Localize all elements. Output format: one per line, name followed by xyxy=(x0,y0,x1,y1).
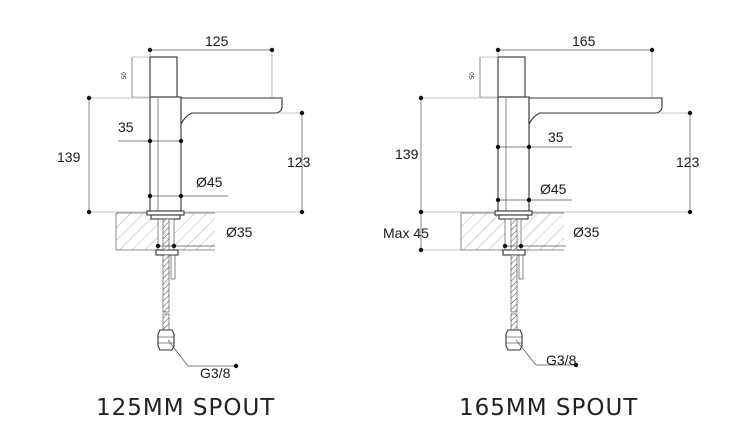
hose-fitting xyxy=(157,313,175,351)
tap-drawing-125: 125 50 139 123 35 Ø45 Ø35 G3/8 125MM SPO… xyxy=(57,33,311,421)
dim-total-height-label: 139 xyxy=(395,146,419,162)
dim-total-height-label: 139 xyxy=(57,149,81,165)
dim-width-label: 165 xyxy=(572,33,596,49)
dim-width-label: 125 xyxy=(205,33,229,49)
dim-spout-height-label: 123 xyxy=(287,154,311,170)
tap-spout xyxy=(528,97,663,125)
dim-body-dia-label: Ø45 xyxy=(196,174,223,190)
thread-label: G3/8 xyxy=(200,365,231,381)
hose-fitting xyxy=(505,313,523,351)
dim-spout-height-label: 123 xyxy=(676,154,700,170)
flexible-hose xyxy=(510,254,518,313)
tap-handle xyxy=(497,56,526,98)
dim-offset-label: 35 xyxy=(548,129,564,145)
thread-label: G3/8 xyxy=(546,352,577,368)
dim-max-label: Max 45 xyxy=(383,225,429,241)
tap-body xyxy=(149,96,182,212)
caption-125mm-spout: 125MM SPOUT xyxy=(96,395,275,421)
dim-hole-dia-label: Ø35 xyxy=(226,224,253,240)
dim-small-label: 50 xyxy=(122,72,128,79)
tap-drawing-165: 165 50 139 Max 45 123 35 Ø45 Ø35 G3/8 16… xyxy=(383,33,700,421)
flexible-hose xyxy=(162,254,170,313)
dim-small-label: 50 xyxy=(470,72,476,79)
caption-165mm-spout: 165MM SPOUT xyxy=(459,395,638,421)
dim-body-dia-label: Ø45 xyxy=(540,181,567,197)
tap-spout xyxy=(180,97,283,125)
dim-offset-label: 35 xyxy=(118,119,134,135)
dim-hole-dia-label: Ø35 xyxy=(573,224,600,240)
tap-handle xyxy=(149,56,178,98)
tap-body xyxy=(497,96,530,212)
